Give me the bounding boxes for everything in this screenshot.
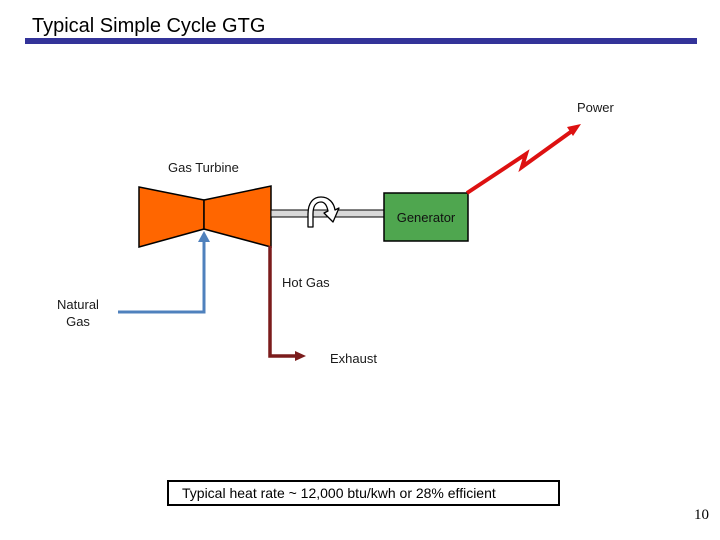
power-label: Power (577, 100, 614, 115)
natural-gas-arrow (118, 238, 206, 314)
hot-gas-label: Hot Gas (282, 275, 330, 290)
turbine-expander-shape (203, 185, 272, 248)
heat-rate-note: Typical heat rate ~ 12,000 btu/kwh or 28… (167, 480, 560, 506)
natural-gas-arrowhead (198, 231, 210, 242)
turbine-compressor-shape (138, 186, 205, 248)
generator-box (383, 192, 469, 242)
exhaust-arrowhead (295, 351, 306, 361)
gas-turbine-label: Gas Turbine (168, 160, 239, 175)
power-arrow (465, 129, 574, 195)
page-title: Typical Simple Cycle GTG (32, 15, 266, 37)
exhaust-arrow (268, 246, 296, 358)
rotation-coupling-icon (307, 196, 340, 228)
exhaust-label: Exhaust (330, 351, 377, 366)
power-arrowhead (567, 124, 581, 136)
natural-gas-label: Natural Gas (57, 297, 99, 329)
title-underline (25, 38, 697, 44)
page-number: 10 (694, 507, 709, 523)
generator-label: Generator (396, 209, 456, 225)
